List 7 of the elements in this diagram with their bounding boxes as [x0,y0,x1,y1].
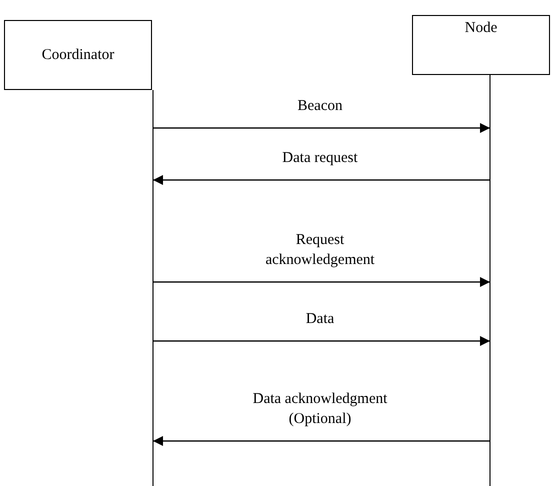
message-arrow [153,175,490,185]
participant-name: Node [464,20,498,37]
message-arrow [153,277,490,287]
message-arrow [153,123,490,133]
message-arrow [153,336,490,346]
message-arrow [153,436,490,446]
participant-name: Coordinator [42,46,114,64]
